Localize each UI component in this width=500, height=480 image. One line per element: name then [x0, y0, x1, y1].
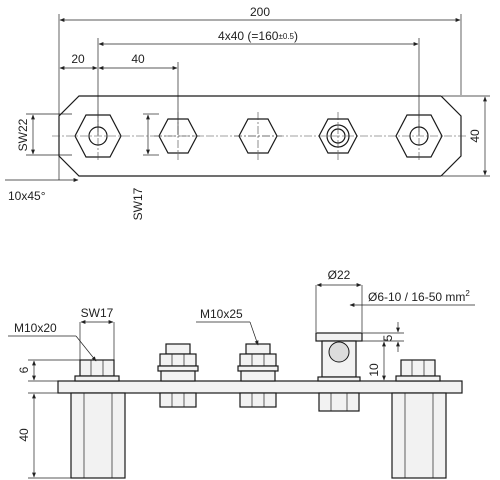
bolt-m10x20-left [74, 359, 120, 382]
bolt-m10x25-2 [237, 343, 279, 408]
side-view: Ø22 Ø6-10 / 16-50 mm2 M10x20 SW17 M10x25… [8, 268, 475, 479]
dim-wrench-left: SW22 [16, 118, 30, 151]
dim-clamp-gap: 5 [381, 334, 395, 341]
dim-height-base: 40 [17, 428, 31, 442]
dim-single-pitch: 40 [131, 52, 145, 66]
bolt-m10x25-1 [157, 343, 199, 408]
dim-chamfer: 10x45° [8, 189, 46, 203]
hex-nut-sw17-1 [154, 112, 202, 160]
support-left [70, 392, 126, 479]
dim-clamp-height: 10 [367, 363, 381, 377]
hex-nut-sw22-left [74, 110, 122, 162]
top-view: 200 4x40 (=160±0.5) 20 40 40 SW22 SW17 1… [5, 5, 490, 220]
dim-conductor-range: Ø6-10 / 16-50 mm2 [368, 289, 470, 304]
busbar-outline [58, 95, 462, 177]
dim-bolt-left: M10x20 [14, 321, 57, 335]
dim-overall-length: 200 [250, 5, 270, 19]
hex-nut-sw17-2 [234, 112, 282, 160]
dim-bore-diameter: Ø22 [328, 268, 351, 282]
busbar-side [57, 380, 463, 394]
dim-bolt-mid: M10x25 [200, 307, 243, 321]
support-right [391, 392, 447, 479]
dim-height-top: 6 [17, 366, 31, 373]
dim-wrench-mid: SW17 [131, 187, 145, 220]
conductor-clamp-side [315, 332, 363, 412]
hex-nut-sw22-right [395, 110, 443, 162]
dim-wrench-side: SW17 [81, 306, 114, 320]
bolt-right [395, 359, 441, 382]
dim-edge-offset: 20 [71, 52, 85, 66]
dim-pitch: 4x40 (=160±0.5) [218, 29, 298, 43]
conductor-clamp-top [318, 112, 358, 160]
dim-width: 40 [468, 129, 482, 143]
